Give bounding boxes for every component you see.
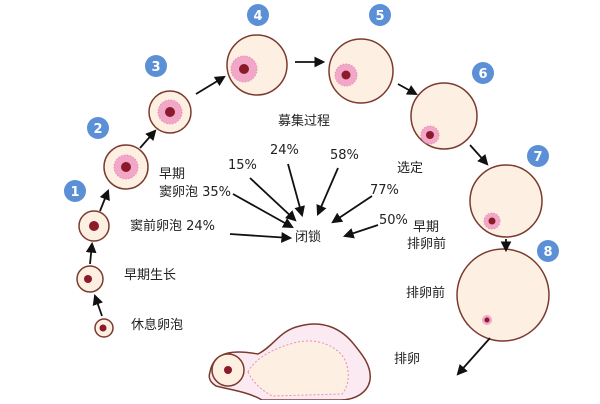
svg-text:1: 1	[70, 185, 79, 200]
svg-text:6: 6	[478, 67, 487, 82]
early-growth-follicle	[76, 265, 104, 293]
stage-badge-7: 7	[527, 145, 549, 167]
stage5-follicle	[328, 38, 394, 104]
svg-text:3: 3	[151, 60, 160, 75]
progression-arrows	[85, 56, 512, 376]
svg-text:5: 5	[375, 9, 384, 24]
label-early-antral-line1: 早期	[159, 167, 186, 182]
label-recruitment: 募集过程	[278, 114, 331, 129]
stage-badge-5: 5	[369, 4, 391, 26]
atresia-rate-24: 24%	[270, 143, 299, 158]
svg-text:7: 7	[533, 150, 542, 165]
stage-badge-8: 8	[537, 240, 559, 262]
svg-text:2: 2	[93, 122, 102, 137]
atresia-rate-58: 58%	[330, 148, 359, 163]
stage-badge-1: 1	[64, 180, 86, 202]
stage-badge-2: 2	[87, 117, 109, 139]
label-ovulation: 排卵	[394, 352, 421, 367]
atresia-rate-50: 50%	[379, 213, 408, 228]
stage4-follicle	[226, 34, 288, 96]
label-selection: 选定	[397, 161, 424, 176]
atresia-rate-15: 15%	[228, 158, 257, 173]
stage-badge-3: 3	[145, 55, 167, 77]
stage6-follicle	[410, 82, 478, 150]
label-atresia: 闭锁	[295, 230, 322, 245]
stage8-follicle	[456, 248, 550, 342]
label-early-preovulatory-line1: 早期	[413, 220, 440, 235]
label-resting-follicle: 休息卵泡	[131, 318, 184, 333]
label-early-growth: 早期生长	[124, 268, 177, 283]
label-early-preovulatory-line2: 排卵前	[407, 237, 447, 252]
label-preantral: 窦前卵泡 24%	[130, 219, 216, 234]
stage7-follicle	[469, 164, 543, 238]
ovulation-follicle	[208, 323, 371, 401]
svg-text:4: 4	[253, 9, 262, 24]
atresia-arrows	[229, 163, 379, 243]
early-antral-follicle	[103, 144, 149, 190]
svg-text:8: 8	[543, 245, 552, 260]
resting-follicle	[94, 318, 114, 338]
label-early-antral-line2: 窦卵泡 35%	[159, 185, 232, 200]
stage3-follicle	[148, 90, 192, 134]
stage-badge-4: 4	[247, 4, 269, 26]
atresia-rate-77: 77%	[370, 183, 399, 198]
label-preovulatory: 排卵前	[406, 286, 446, 301]
stage-badge-6: 6	[472, 62, 494, 84]
preantral-follicle	[78, 210, 110, 242]
